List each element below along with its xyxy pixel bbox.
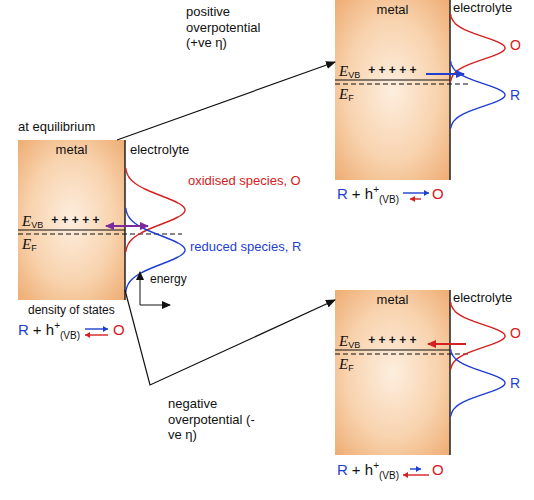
equation-term: + [54, 320, 60, 331]
equation-term: (VB) [379, 470, 399, 481]
energy-subscript: VB [348, 71, 360, 81]
axis-label: energy [150, 273, 187, 286]
species-symbol: O [510, 38, 521, 53]
equation-term: O [432, 462, 444, 479]
metal-fill [18, 0, 450, 455]
equation-term: R [18, 322, 29, 339]
fermi-level-line [18, 84, 470, 354]
equation-term: + [373, 184, 379, 195]
region-label: electrolyte [453, 1, 512, 15]
energy-symbol: E [339, 333, 348, 350]
species-label: reduced species, R [190, 240, 301, 254]
oxidation-arrow [426, 73, 464, 75]
energy-subscript: VB [31, 221, 43, 231]
energy-symbol: E [339, 86, 348, 103]
material-label: metal [18, 143, 125, 157]
arrow-head [403, 472, 408, 478]
equation-term: + [373, 460, 379, 471]
arrow-head [424, 190, 429, 196]
energy-subscript: F [31, 244, 37, 254]
equation-term: (VB) [379, 194, 399, 205]
energy-symbol: E [339, 356, 348, 373]
arrow-head [416, 466, 421, 472]
hole-charges: + + + + + [51, 214, 99, 227]
density-curve [451, 14, 505, 81]
species-symbol: R [510, 88, 520, 103]
equation-term: (VB) [60, 330, 80, 341]
energy-subscript: F [348, 364, 354, 374]
axis-label: density of states [28, 304, 115, 317]
energy-subscript: VB [348, 341, 360, 351]
equation-term: O [113, 322, 125, 339]
reduction-arrow [428, 343, 466, 345]
density-curve [126, 168, 185, 252]
equilibrium-arrows [83, 325, 111, 339]
region-label: electrolyte [453, 291, 512, 305]
energy-symbol: E [22, 236, 31, 253]
metal-electrode: metalEVB+ + + + +EF [335, 290, 450, 455]
transition-label: positive overpotential (+ve η) [186, 4, 281, 51]
material-label: metal [335, 293, 450, 307]
band-edge-line [18, 80, 450, 350]
arrow-head [85, 332, 90, 338]
equation-term: R [337, 462, 348, 479]
species-symbol: R [510, 376, 520, 391]
density-curve [451, 349, 505, 416]
transition-label: negative overpotential (-ve η) [168, 396, 263, 443]
metal-electrode: metalEVB+ + + + +EF [18, 140, 125, 300]
equation-term: + h [352, 186, 373, 203]
exchange-arrow [106, 225, 148, 227]
equilibrium-arrows [402, 189, 430, 203]
hole-charges: + + + + + [368, 334, 416, 347]
state-title: at equilibrium [18, 120, 95, 134]
energy-symbol: E [339, 63, 348, 80]
equation-term: O [432, 186, 444, 203]
density-curve [451, 61, 505, 128]
material-label: metal [335, 3, 450, 17]
density-curve [451, 302, 505, 369]
density-curves [126, 14, 505, 416]
interface-line [125, 0, 450, 455]
metal-electrode: metalEVB+ + + + +EF [335, 0, 450, 180]
equation-term: + h [352, 462, 373, 479]
transition-arrow [125, 290, 335, 385]
equation-term: R [337, 186, 348, 203]
species-label: oxidised species, O [188, 174, 301, 188]
region-label: electrolyte [130, 143, 189, 157]
equilibrium-arrows [402, 465, 430, 479]
hole-charges: + + + + + [368, 64, 416, 77]
equation-term: + h [33, 322, 54, 339]
arrow-head [410, 196, 415, 202]
transition-arrow [117, 62, 335, 140]
arrow-head [103, 326, 108, 332]
energy-symbol: E [22, 213, 31, 230]
energy-subscript: F [348, 94, 354, 104]
species-symbol: O [510, 326, 521, 341]
